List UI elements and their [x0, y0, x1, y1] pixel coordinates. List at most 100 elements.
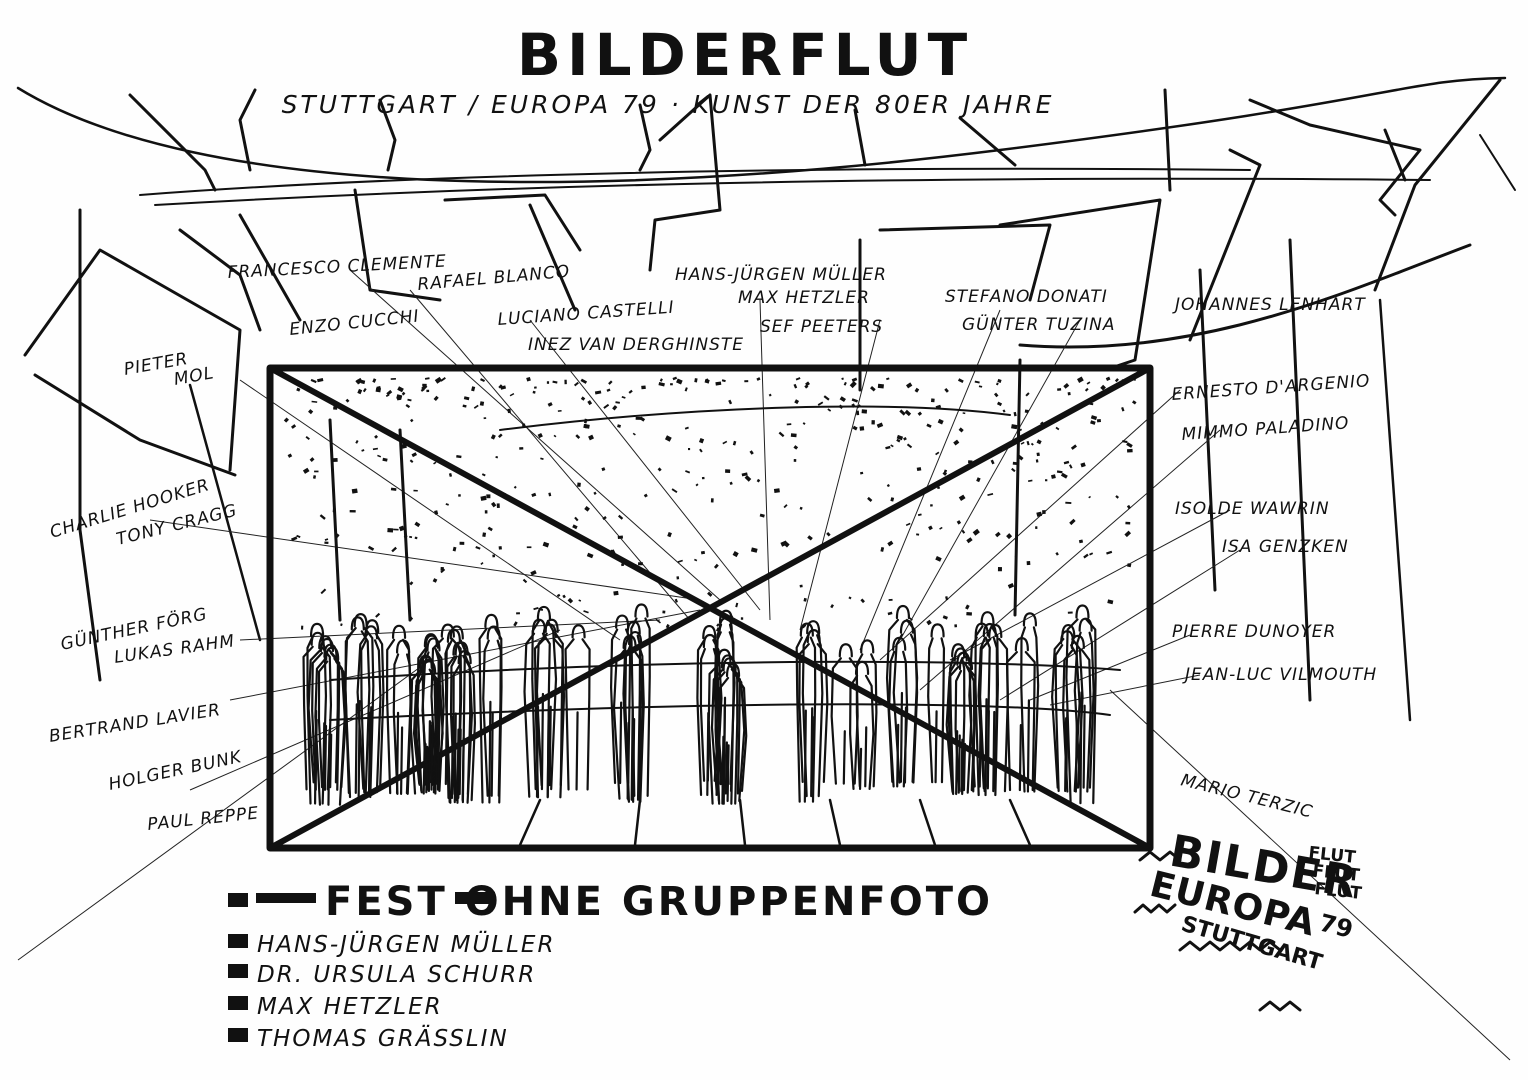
confetti-piece	[904, 409, 912, 417]
confetti-piece	[409, 418, 414, 423]
confetti-piece	[707, 591, 713, 597]
confetti-piece	[826, 532, 831, 537]
crowd-figure	[482, 639, 502, 797]
confetti-piece	[749, 450, 754, 455]
confetti-piece	[491, 501, 497, 508]
confetti-piece	[786, 423, 792, 426]
confetti-piece	[411, 452, 418, 458]
confetti-piece	[773, 488, 780, 494]
crowd-figure	[317, 660, 347, 789]
confetti-piece	[944, 388, 949, 393]
confetti-piece	[942, 471, 948, 476]
crowd-figure	[892, 633, 919, 784]
label-francesco-clemente: FRANCESCO CLEMENTE	[227, 252, 447, 283]
confetti-piece	[859, 471, 864, 475]
crowd-figure	[449, 655, 472, 796]
confetti-piece	[1127, 448, 1133, 453]
confetti-piece	[345, 398, 350, 403]
confetti-piece	[615, 401, 620, 404]
confetti-piece	[667, 532, 672, 538]
confetti-piece	[851, 403, 856, 408]
confetti-piece	[407, 398, 412, 402]
label-inez-van-derghinste: INEZ VAN DERGHINSTE	[528, 335, 744, 355]
confetti-piece	[333, 406, 338, 410]
confetti-piece	[694, 558, 698, 562]
crowd-head	[838, 643, 853, 658]
confetti-piece	[830, 604, 834, 609]
confetti-piece	[612, 405, 618, 411]
confetti-piece	[300, 625, 304, 630]
confetti-piece	[414, 521, 421, 528]
confetti-piece	[823, 395, 830, 401]
confetti-piece	[744, 380, 749, 383]
confetti-piece	[557, 410, 562, 412]
crowd-figure	[1073, 631, 1095, 789]
confetti-piece	[498, 546, 502, 550]
confetti-piece	[935, 556, 942, 562]
crowd-head	[350, 616, 365, 631]
confetti-piece	[602, 515, 607, 521]
confetti-piece	[740, 617, 744, 620]
confetti-piece	[483, 417, 487, 420]
confetti-piece	[397, 386, 404, 393]
crowd-head	[806, 629, 821, 644]
confetti-piece	[390, 378, 396, 380]
confetti-piece	[896, 438, 901, 443]
confetti-piece	[1067, 611, 1073, 614]
confetti-piece	[413, 489, 418, 492]
confetti-piece	[456, 454, 462, 459]
confetti-piece	[638, 562, 643, 566]
confetti-piece	[1057, 388, 1062, 391]
crowd-figure	[302, 645, 333, 791]
confetti-piece	[928, 525, 933, 531]
crowd-figure	[885, 618, 919, 783]
confetti-piece	[848, 596, 852, 600]
confetti-piece	[433, 461, 437, 465]
confetti-piece	[867, 496, 873, 502]
confetti-piece	[741, 472, 748, 477]
confetti-piece	[987, 493, 994, 496]
confetti-piece	[852, 425, 858, 431]
confetti-piece	[838, 404, 844, 410]
confetti-piece	[1080, 462, 1086, 468]
confetti-piece	[362, 388, 367, 393]
confetti-piece	[617, 424, 621, 428]
confetti-piece	[710, 498, 714, 503]
confetti-piece	[475, 546, 481, 550]
confetti-piece	[965, 604, 970, 610]
confetti-piece	[1036, 439, 1042, 445]
confetti-piece	[530, 570, 537, 576]
confetti-piece	[996, 382, 999, 386]
confetti-piece	[713, 610, 717, 614]
confetti-piece	[575, 434, 581, 439]
confetti-piece	[332, 508, 336, 513]
confetti-piece	[311, 400, 318, 403]
confetti-piece	[1124, 530, 1132, 538]
confetti-piece	[851, 398, 859, 403]
confetti-piece	[1121, 379, 1128, 384]
confetti-piece	[997, 446, 1003, 451]
label-luciano-castelli: LUCIANO CASTELLI	[497, 298, 675, 330]
confetti-piece	[917, 513, 922, 517]
artist-labels-top: FRANCESCO CLEMENTE ENZO CUCCHI RAFAEL BL…	[227, 252, 1114, 355]
crowd-head	[426, 637, 441, 652]
crowd-figure	[954, 669, 976, 792]
confetti-piece	[513, 621, 518, 627]
crowd-head	[544, 618, 559, 633]
confetti-piece	[546, 381, 550, 384]
confetti-piece	[1026, 440, 1030, 446]
confetti-piece	[887, 540, 894, 547]
confetti-piece	[748, 584, 752, 589]
confetti-piece	[509, 392, 515, 397]
confetti-piece	[1069, 518, 1076, 526]
confetti-piece	[334, 532, 340, 538]
confetti-piece	[588, 434, 595, 441]
crowd-figure	[1020, 626, 1040, 793]
crowd-head	[974, 622, 989, 637]
confetti-piece	[914, 387, 920, 393]
crowd-figure	[795, 636, 817, 803]
confetti-piece	[756, 377, 761, 381]
confetti-piece	[635, 416, 641, 420]
confetti-piece	[1014, 555, 1018, 559]
confetti-piece	[324, 538, 329, 541]
